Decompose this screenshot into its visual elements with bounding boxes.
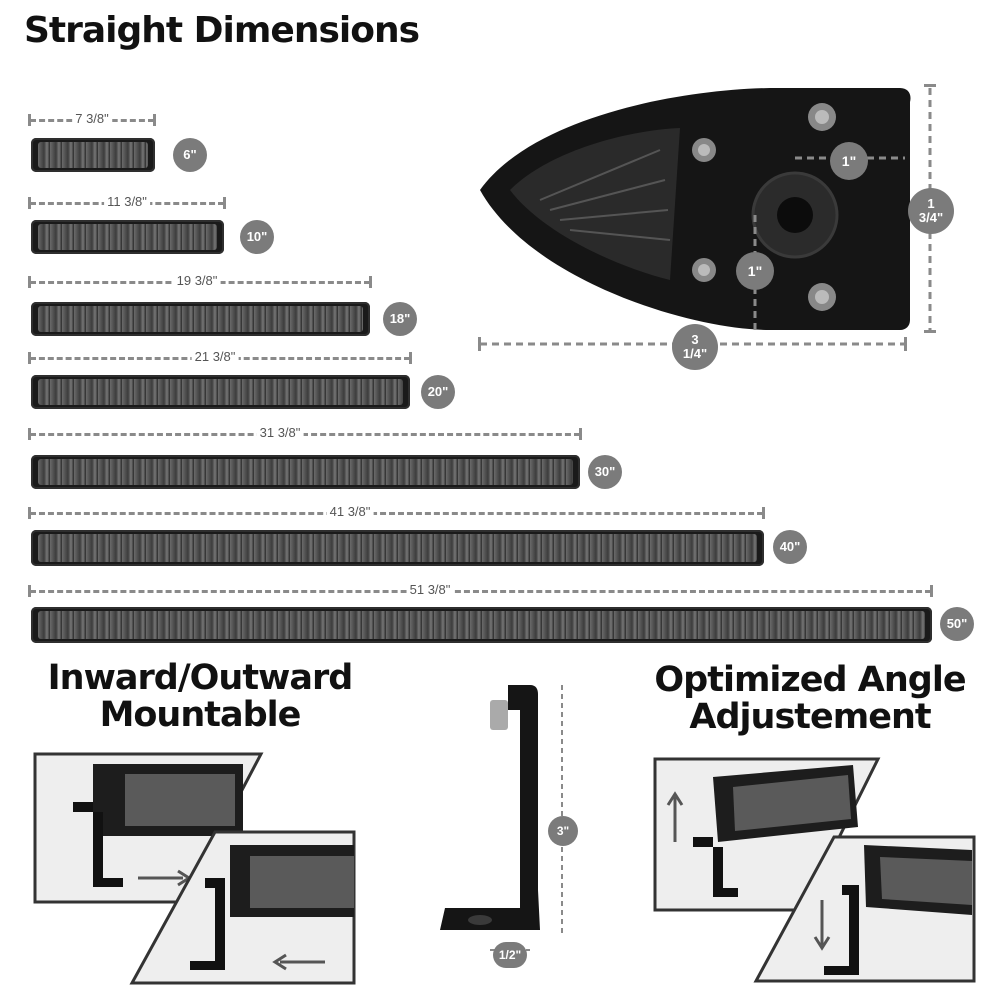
size-badge: 40" (773, 530, 807, 564)
bracket-height-label: 3" (548, 816, 578, 846)
angle-adjustment-heading: Optimized Angle Adjustement (654, 660, 966, 737)
dimension-cap (579, 428, 582, 440)
dimension-cap (28, 585, 31, 597)
hole-horizontal-label: 1" (830, 142, 868, 180)
dimension-cap (409, 352, 412, 364)
angle-down-panel (753, 835, 976, 983)
length-label: 41 3/8" (326, 505, 374, 519)
end-cap-shape (478, 84, 936, 351)
light-bar-20 (31, 375, 410, 409)
light-bar-18 (31, 302, 370, 336)
dimension-cap (153, 114, 156, 126)
dimension-cap (28, 276, 31, 288)
light-bar-10 (31, 220, 224, 254)
length-label: 51 3/8" (406, 583, 454, 597)
dimension-line (30, 590, 931, 593)
width-label: 3 1/4" (672, 324, 718, 370)
size-badge: 6" (173, 138, 207, 172)
dimension-cap (369, 276, 372, 288)
inward-mount-panel (33, 752, 264, 904)
end-cap-diagram: 1" 1" 1 3/4" 3 1/4" (470, 80, 990, 370)
angle-up-panel (653, 757, 881, 912)
light-bar-50 (31, 607, 932, 643)
outward-mount-panel (129, 830, 356, 985)
size-badge: 30" (588, 455, 622, 489)
height-label: 1 3/4" (908, 188, 954, 234)
length-label: 21 3/8" (191, 350, 239, 364)
size-badge: 10" (240, 220, 274, 254)
size-badge: 20" (421, 375, 455, 409)
dimension-cap (28, 428, 31, 440)
dimension-cap (28, 114, 31, 126)
size-badge: 50" (940, 607, 974, 641)
dimension-line (30, 433, 580, 436)
length-label: 19 3/8" (173, 274, 221, 288)
size-badge: 18" (383, 302, 417, 336)
inward-outward-heading: Inward/Outward Mountable (47, 658, 354, 735)
light-bar-30 (31, 455, 580, 489)
dimension-cap (930, 585, 933, 597)
length-label: 11 3/8" (104, 195, 150, 209)
bracket-width-label: 1/2" (493, 942, 527, 968)
dimension-line (30, 512, 763, 515)
dimension-cap (28, 197, 31, 209)
dimension-cap (28, 507, 31, 519)
length-label: 31 3/8" (256, 426, 304, 440)
light-bar-40 (31, 530, 764, 566)
dimension-cap (28, 352, 31, 364)
bracket-diagram: 3" 1/2" (440, 680, 580, 970)
length-label: 7 3/8" (72, 112, 112, 126)
light-bar-6 (31, 138, 155, 172)
dimension-cap (223, 197, 226, 209)
hole-vertical-label: 1" (736, 252, 774, 290)
straight-dimensions-heading: Straight Dimensions (24, 10, 420, 51)
dimension-cap (762, 507, 765, 519)
